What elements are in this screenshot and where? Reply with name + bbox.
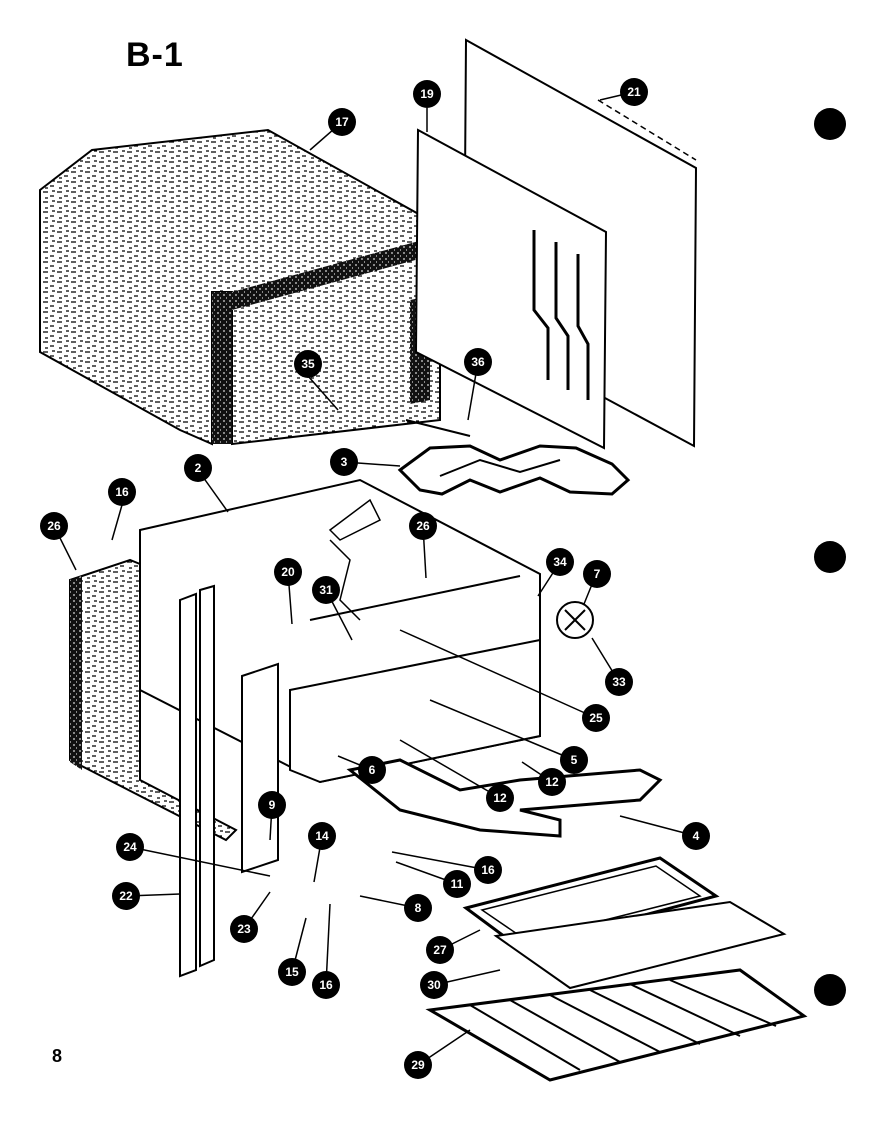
callout-20: 20 (274, 558, 302, 586)
callout-5: 5 (560, 746, 588, 774)
callout-25: 25 (582, 704, 610, 732)
binder-hole (814, 974, 846, 1006)
callout-7: 7 (583, 560, 611, 588)
callout-31: 31 (312, 576, 340, 604)
callout-label: 11 (451, 877, 464, 891)
callout-8: 8 (404, 894, 432, 922)
callout-22: 22 (112, 882, 140, 910)
callout-label: 23 (237, 922, 251, 936)
oven-rack (425, 968, 808, 1082)
callout-label: 31 (319, 583, 333, 597)
callout-label: 27 (433, 943, 447, 957)
callout-30: 30 (420, 971, 448, 999)
callout-9: 9 (258, 791, 286, 819)
callout-label: 30 (427, 978, 441, 992)
callout-23: 23 (230, 915, 258, 943)
callout-label: 34 (553, 555, 567, 569)
callout-36: 36 (464, 348, 492, 376)
callout-34: 34 (546, 548, 574, 576)
callout-label: 26 (416, 519, 430, 533)
callout-14: 14 (308, 822, 336, 850)
callout-label: 35 (301, 357, 315, 371)
front-frame-rails (179, 584, 279, 978)
callout-label: 19 (420, 87, 434, 101)
diagram-title: B-1 (126, 36, 184, 74)
callout-label: 20 (281, 565, 295, 579)
callout-26-left: 26 (40, 512, 68, 540)
callout-label: 16 (115, 485, 129, 499)
convection-fan (556, 601, 594, 639)
callout-label: 5 (571, 753, 578, 767)
oven-cavity (139, 478, 541, 784)
callout-label: 26 (47, 519, 61, 533)
callout-19: 19 (413, 80, 441, 108)
callout-35: 35 (294, 350, 322, 378)
binder-hole (814, 541, 846, 573)
callout-label: 3 (341, 455, 348, 469)
callout-16-top: 16 (108, 478, 136, 506)
callout-label: 2 (195, 461, 202, 475)
callout-label: 9 (269, 798, 276, 812)
callout-15: 15 (278, 958, 306, 986)
callout-4: 4 (682, 822, 710, 850)
callout-16-mid: 16 (474, 856, 502, 884)
callout-label: 12 (545, 775, 559, 789)
callout-27: 27 (426, 936, 454, 964)
callout-label: 4 (693, 829, 700, 843)
callout-29: 29 (404, 1051, 432, 1079)
callout-33: 33 (605, 668, 633, 696)
callout-26-mid: 26 (409, 512, 437, 540)
page-number: 8 (52, 1046, 63, 1066)
callout-label: 12 (493, 791, 507, 805)
callout-label: 15 (285, 965, 299, 979)
callout-label: 16 (481, 863, 495, 877)
callout-label: 25 (589, 711, 603, 725)
callout-label: 7 (594, 567, 601, 581)
callout-11: 11 (443, 870, 471, 898)
callout-label: 17 (335, 115, 349, 129)
callout-label: 24 (123, 840, 137, 854)
callout-label: 21 (627, 85, 641, 99)
callout-label: 36 (471, 355, 485, 369)
callout-21: 21 (620, 78, 648, 106)
callout-label: 8 (415, 901, 422, 915)
binder-hole (814, 108, 846, 140)
insulation-wrap (39, 128, 441, 446)
back-panel (414, 38, 698, 450)
bake-element (397, 419, 631, 496)
callout-label: 22 (119, 889, 133, 903)
callout-label: 14 (315, 829, 329, 843)
callout-label: 6 (369, 763, 376, 777)
callout-label: 29 (411, 1058, 425, 1072)
callout-24: 24 (116, 833, 144, 861)
callout-6: 6 (358, 756, 386, 784)
callout-12-left: 12 (486, 784, 514, 812)
callout-17: 17 (328, 108, 356, 136)
callout-12-right: 12 (538, 768, 566, 796)
callout-3: 3 (330, 448, 358, 476)
callout-16-bottom: 16 (312, 971, 340, 999)
callout-label: 16 (319, 978, 333, 992)
callout-2: 2 (184, 454, 212, 482)
broiler-pan-insert (493, 900, 787, 990)
callout-label: 33 (612, 675, 626, 689)
